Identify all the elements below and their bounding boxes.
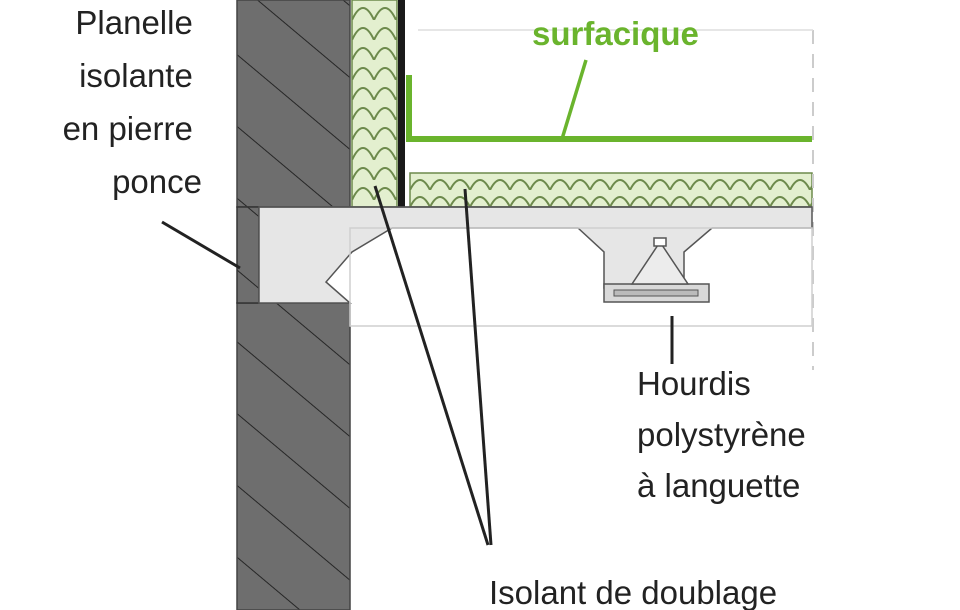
plasterboard (398, 0, 405, 207)
isolant-leader-floor (463, 188, 493, 546)
hourdis-label: Hourdis polystyrène à languette (637, 365, 815, 504)
vertical-insulation (351, 0, 398, 208)
floor-insulation (409, 172, 813, 208)
surfacique-label: surfacique (532, 15, 699, 52)
surfacique-leader (560, 59, 588, 140)
isolant-leader-wall (373, 185, 490, 546)
surface-heating-riser (406, 75, 412, 141)
planelle-leader (161, 220, 241, 270)
pumice-planelle (236, 206, 260, 304)
isolant-label: Isolant de doublage (489, 574, 777, 610)
surface-heating-layer (406, 136, 812, 142)
masonry-wall-lower (236, 302, 351, 610)
hourdis-underside (349, 227, 813, 327)
concrete-slab (258, 206, 813, 304)
masonry-wall-upper (236, 0, 351, 208)
beam-heel (613, 289, 699, 297)
beam-core (630, 240, 690, 285)
beam-wire (653, 237, 667, 247)
planelle-label: Planelle isolante en pierre ponce (63, 4, 202, 200)
